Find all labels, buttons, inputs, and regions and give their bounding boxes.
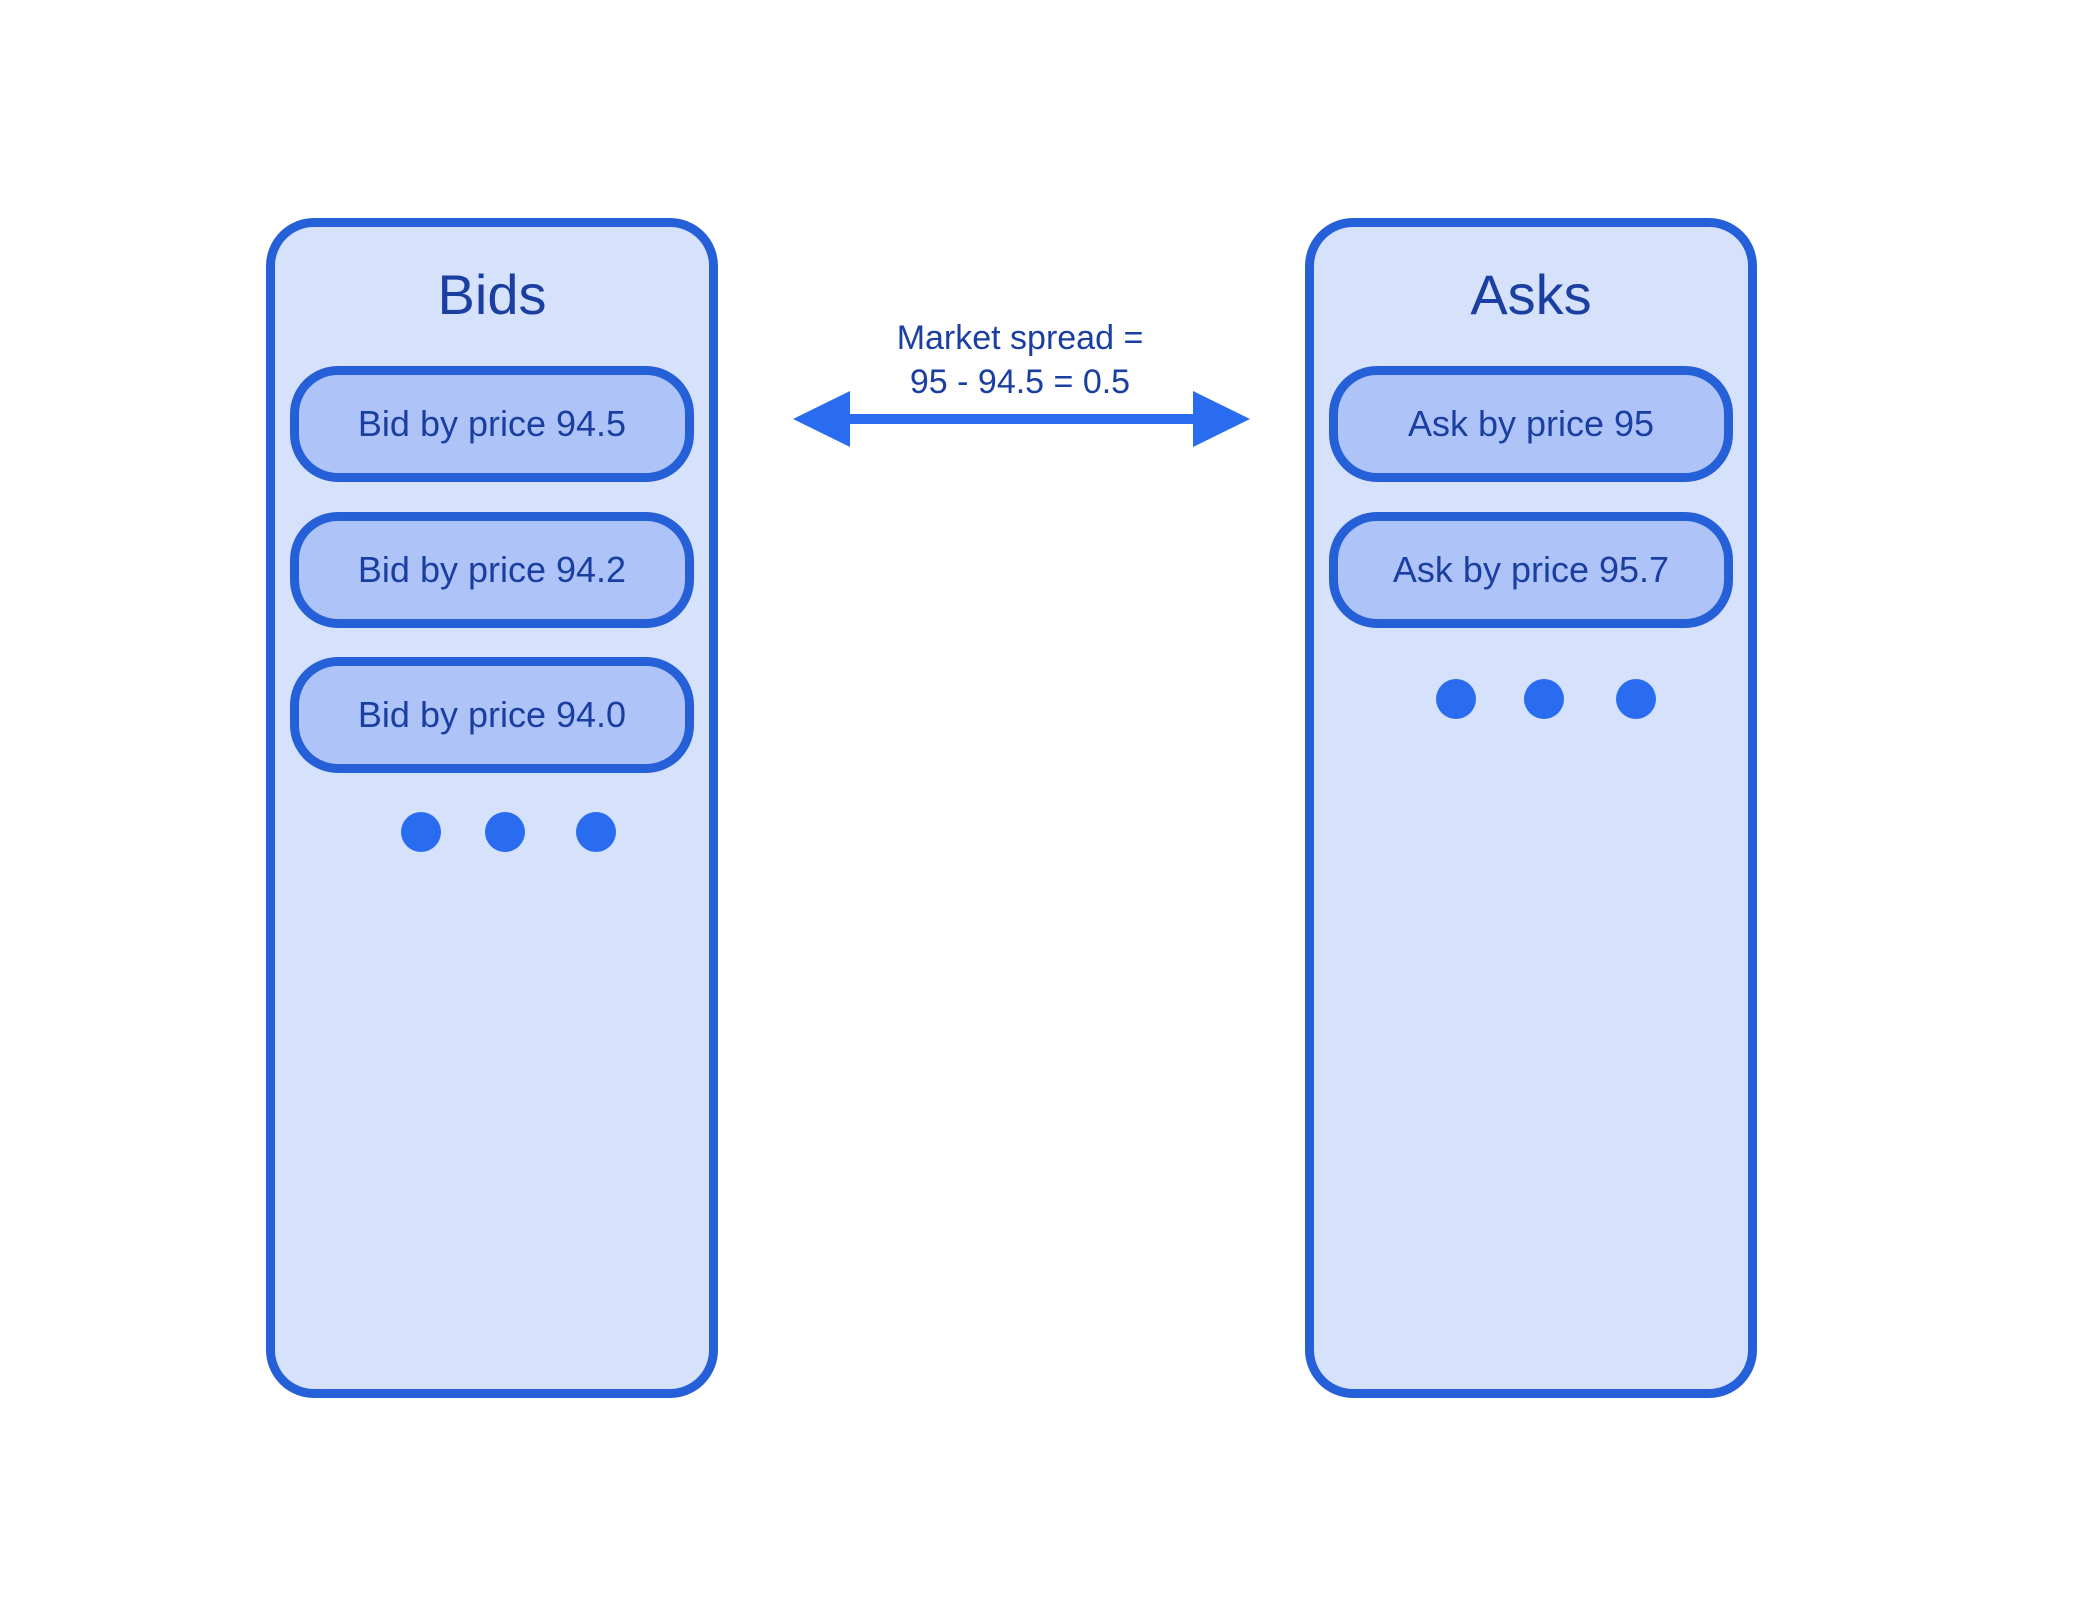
ask-order-1: Ask by price 95 [1329, 366, 1733, 482]
ellipsis-dot [1616, 679, 1656, 719]
ellipsis-dot [1524, 679, 1564, 719]
bid-order-2: Bid by price 94.2 [290, 512, 694, 628]
ellipsis-dot [485, 812, 525, 852]
ellipsis-dot [576, 812, 616, 852]
asks-title: Asks [1470, 263, 1592, 326]
asks-more-dots [1314, 679, 1748, 719]
ask-order-2: Ask by price 95.7 [1329, 512, 1733, 628]
bids-panel: Bids Bid by price 94.5 Bid by price 94.2… [266, 218, 718, 1398]
bids-title: Bids [437, 263, 547, 326]
market-spread-line-2: 95 - 94.5 = 0.5 [909, 363, 1131, 401]
ellipsis-dot [1436, 679, 1476, 719]
bids-more-dots [275, 812, 709, 852]
bid-order-3: Bid by price 94.0 [290, 657, 694, 773]
asks-panel: Asks Ask by price 95 Ask by price 95.7 [1305, 218, 1757, 1398]
bid-order-1: Bid by price 94.5 [290, 366, 694, 482]
market-spread-label: Market spread = 95 - 94.5 = 0.5 [820, 316, 1220, 404]
market-spread-line-1: Market spread = [896, 319, 1144, 357]
ellipsis-dot [401, 812, 441, 852]
